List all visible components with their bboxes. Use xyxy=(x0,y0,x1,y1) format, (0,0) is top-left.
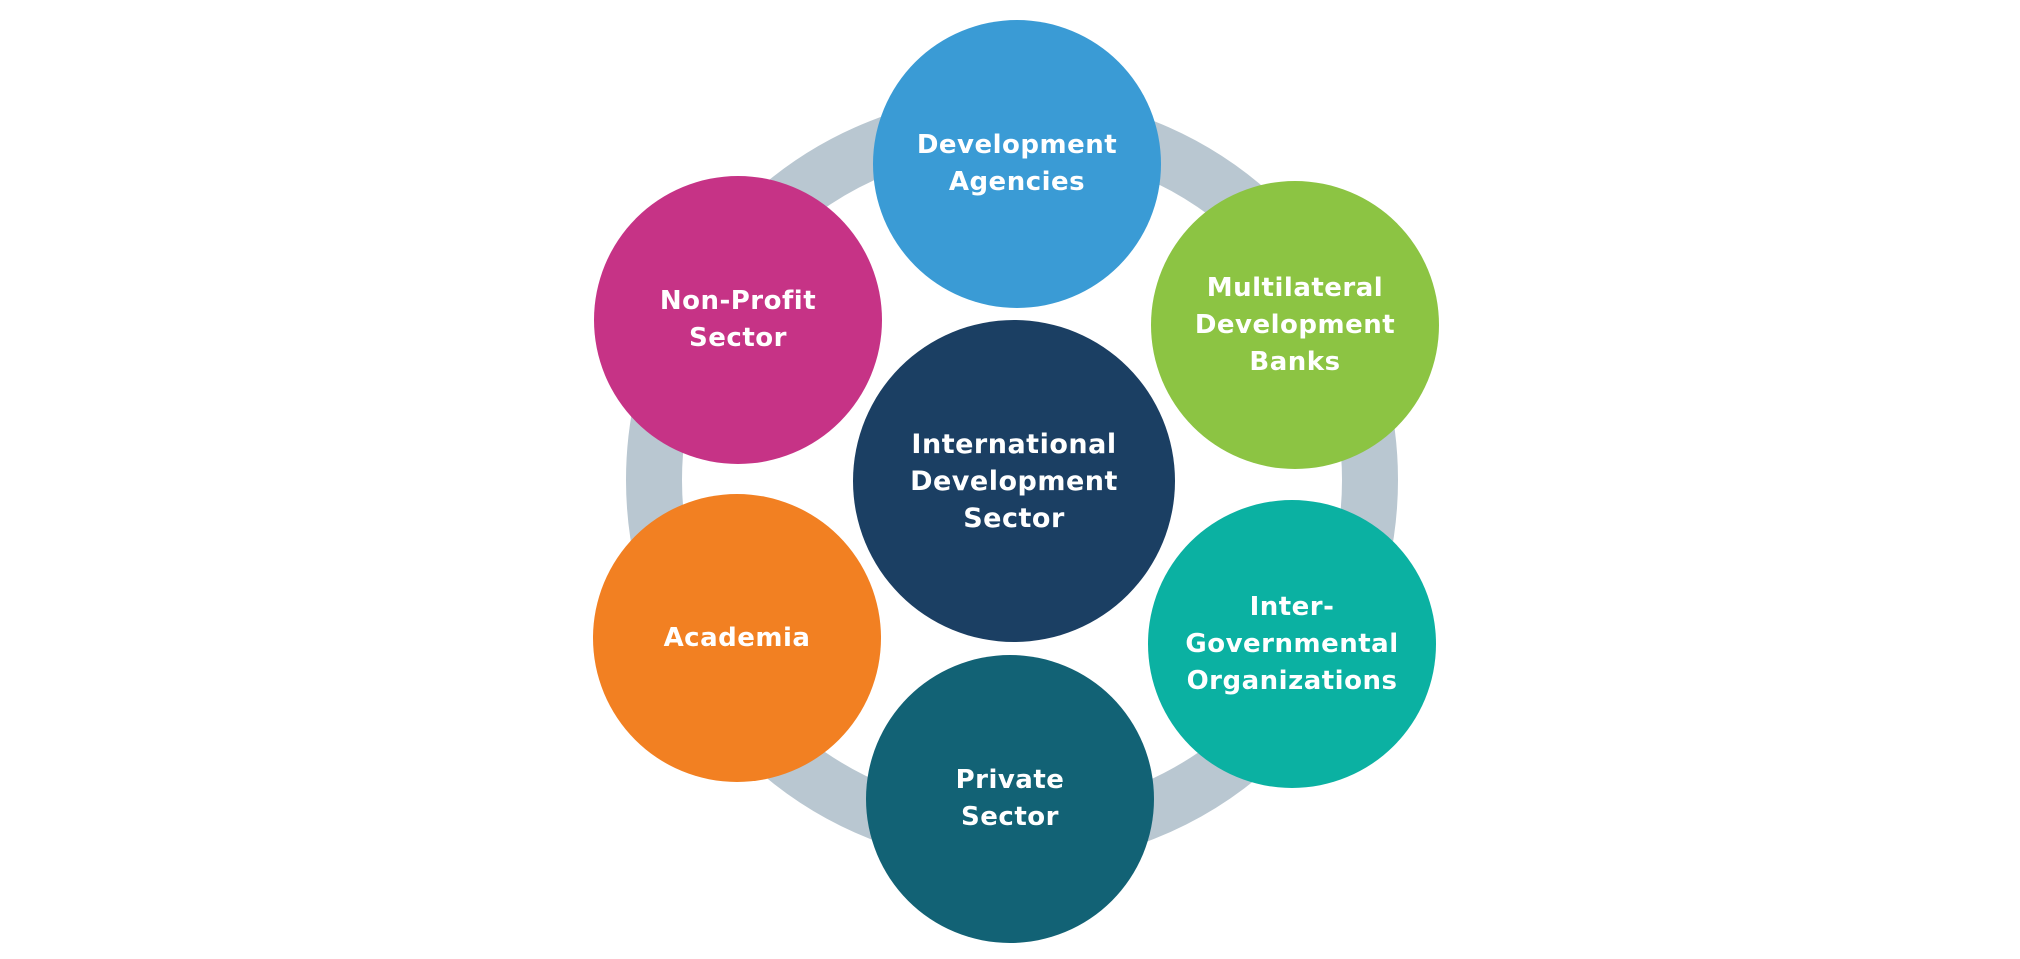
center-node-international-development-sector: International Development Sector xyxy=(853,320,1175,642)
node-label: Non-Profit Sector xyxy=(659,286,817,353)
node-label: Development Agencies xyxy=(916,130,1118,197)
node-label: Academia xyxy=(663,622,811,653)
node-inter-governmental-organizations: Inter- Governmental Organizations xyxy=(1148,500,1436,788)
node-label: Inter- Governmental Organizations xyxy=(1185,591,1399,696)
node-development-agencies: Development Agencies xyxy=(873,20,1161,308)
center-node-label: International Development Sector xyxy=(910,428,1118,534)
node-multilateral-development-banks: Multilateral Development Banks xyxy=(1151,181,1439,469)
node-academia: Academia xyxy=(593,494,881,782)
node-non-profit-sector: Non-Profit Sector xyxy=(594,176,882,464)
node-label: Private Sector xyxy=(955,765,1065,832)
node-label: Multilateral Development Banks xyxy=(1194,272,1396,377)
node-private-sector: Private Sector xyxy=(866,655,1154,943)
